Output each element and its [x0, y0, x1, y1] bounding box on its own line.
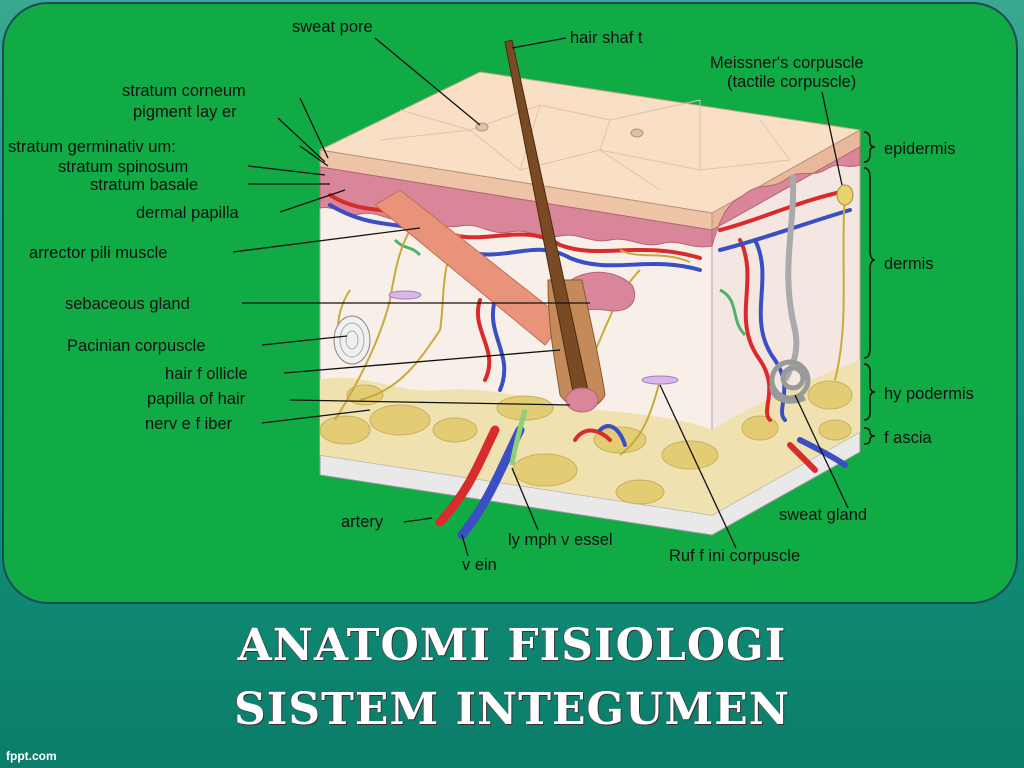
label-lymph-vessel: ly mph v essel — [508, 531, 613, 549]
pacinian-corpuscle-shape — [333, 315, 371, 365]
vessels — [328, 188, 852, 540]
label-meissner-2: (tactile corpuscle) — [727, 73, 856, 91]
label-hair-follicle: hair f ollicle — [165, 365, 248, 383]
label-dermal-papilla: dermal papilla — [136, 204, 240, 222]
papilla-of-hair-shape — [565, 387, 599, 413]
label-meissner-1: Meissner's corpuscle — [710, 54, 864, 72]
dermal-papilla-band — [319, 166, 713, 248]
label-fascia: f ascia — [884, 429, 933, 447]
dermal-papilla-band-right — [711, 146, 861, 247]
label-stratum-spinosum: stratum spinosum — [58, 158, 188, 176]
label-stratum-germinativum: stratum germinativ um: — [8, 138, 176, 156]
ruffini-shape-2 — [388, 290, 422, 300]
fat-lobules — [319, 380, 853, 505]
skin-diagram: sweat pore hair shaf t Meissner's corpus… — [8, 18, 974, 574]
slide-title-line1: ANATOMI FISIOLOGI — [237, 620, 787, 671]
label-pigment-layer: pigment lay er — [133, 103, 237, 121]
leader-lines — [232, 37, 849, 557]
label-stratum-corneum: stratum corneum — [122, 82, 246, 100]
label-ruffini: Ruf f ini corpuscle — [669, 547, 800, 565]
label-epidermis: epidermis — [884, 140, 956, 158]
meissner-shape — [836, 184, 854, 206]
label-nerve-fiber: nerv e f iber — [145, 415, 233, 433]
sweat-pore-shape — [475, 122, 489, 132]
sweat-duct — [782, 174, 800, 382]
label-pacinian: Pacinian corpuscle — [67, 337, 206, 355]
label-sweat-pore: sweat pore — [292, 18, 373, 36]
label-artery: artery — [341, 513, 384, 531]
label-vein: v ein — [462, 556, 497, 574]
sweat-gland-coil — [769, 359, 811, 404]
ruffini-shape — [641, 375, 679, 385]
credit-text: fppt.com — [6, 749, 57, 763]
label-papilla-of-hair: papilla of hair — [147, 390, 246, 408]
label-sweat-gland: sweat gland — [779, 506, 867, 524]
slide-title-line2: SISTEM INTEGUMEN — [234, 684, 790, 735]
label-dermis: dermis — [884, 255, 934, 273]
label-hair-shaft: hair shaf t — [570, 29, 643, 47]
sweat-pore-shape-2 — [630, 128, 644, 138]
layer-braces — [863, 131, 876, 445]
label-sebaceous-gland: sebaceous gland — [65, 295, 190, 313]
label-hypodermis: hy podermis — [884, 385, 974, 403]
vein-vessel — [457, 425, 525, 540]
label-arrector-pili: arrector pili muscle — [29, 244, 167, 262]
lymph-vessel — [509, 409, 528, 466]
label-stratum-basale: stratum basale — [90, 176, 198, 194]
artery-vessel — [435, 425, 500, 527]
